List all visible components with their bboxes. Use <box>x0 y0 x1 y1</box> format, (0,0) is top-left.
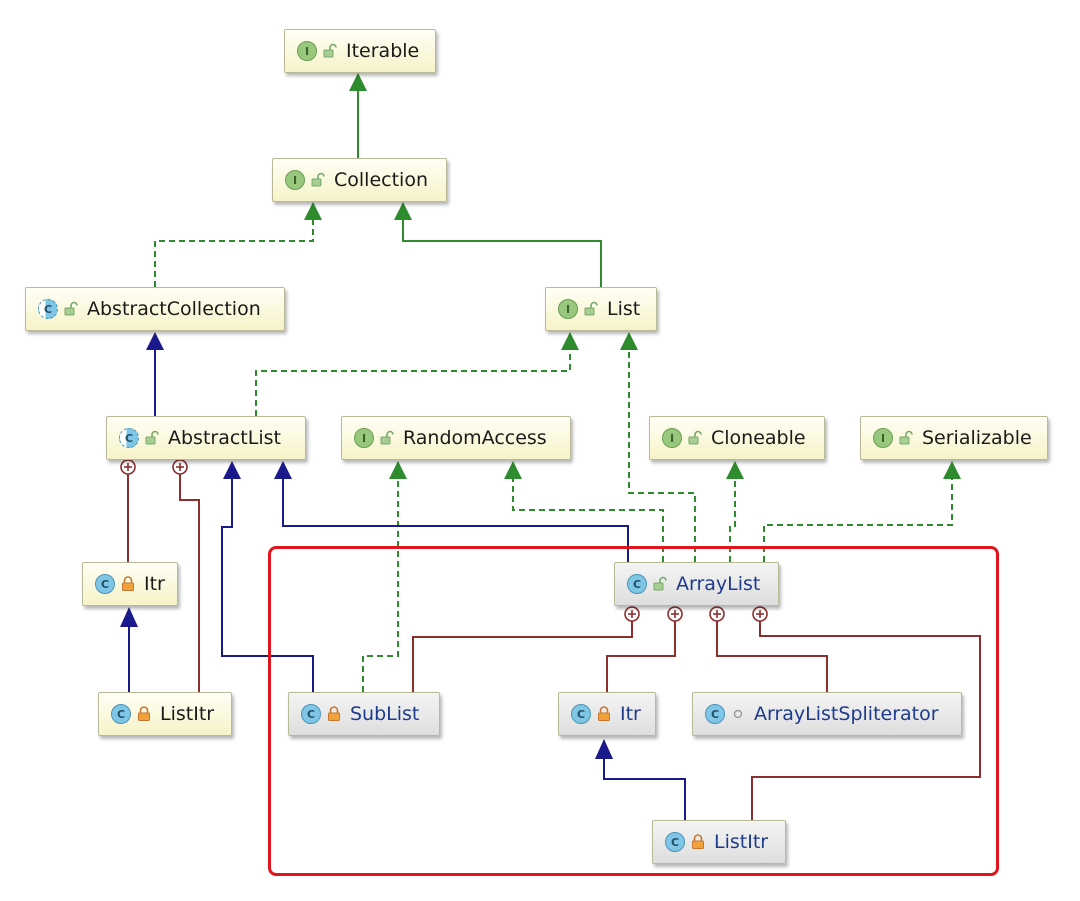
unlocked-padlock-icon <box>899 430 913 445</box>
edge-arraylist-implements-list <box>628 348 696 562</box>
interface-badge-icon: I <box>285 170 305 190</box>
unlocked-padlock-icon <box>688 430 702 445</box>
node-label: SubList <box>350 703 420 725</box>
edge-abstractlist-implements-list <box>255 348 571 416</box>
locked-padlock-icon <box>122 576 134 591</box>
unlocked-padlock-icon <box>584 301 598 316</box>
interface-badge-icon: I <box>662 428 682 448</box>
node-cloneable[interactable]: I Cloneable <box>649 416 825 460</box>
package-visibility-icon <box>733 709 743 719</box>
unlocked-padlock-icon <box>380 430 394 445</box>
arrowheads <box>120 73 961 759</box>
node-list[interactable]: I List <box>545 287 657 331</box>
node-iterable[interactable]: I Iterable <box>284 29 436 73</box>
interface-badge-icon: I <box>873 428 893 448</box>
node-itr-arraylist[interactable]: C Itr <box>558 692 656 736</box>
node-serializable[interactable]: I Serializable <box>860 416 1048 460</box>
node-label: Itr <box>144 573 165 595</box>
inner-markers <box>120 459 768 622</box>
node-sublist[interactable]: C SubList <box>288 692 440 736</box>
edge-arraylist-inner-sublist <box>412 620 633 692</box>
node-label: List <box>607 298 641 320</box>
plus-circle-icon <box>709 606 725 622</box>
edge-abstractlist-inner-listitr <box>179 474 200 692</box>
node-arraylist-spliterator[interactable]: C ArrayListSpliterator <box>692 692 962 736</box>
edge-arraylist-listitr-extends-itr <box>603 757 686 820</box>
arraylist-highlight-frame <box>268 546 999 876</box>
plus-circle-icon <box>624 606 640 622</box>
unlocked-padlock-icon <box>64 301 78 316</box>
interface-badge-icon: I <box>558 299 578 319</box>
class-badge-icon: C <box>571 704 591 724</box>
node-label: ListItr <box>714 831 769 853</box>
node-collection[interactable]: I Collection <box>272 158 447 202</box>
locked-padlock-icon <box>138 706 150 721</box>
edge-arraylist-inner-listitr <box>751 620 981 820</box>
node-arraylist[interactable]: C ArrayList <box>614 562 779 606</box>
class-badge-icon: C <box>95 574 115 594</box>
static-class-badge-icon: C <box>705 704 725 724</box>
abstract-class-badge-icon: C <box>38 299 58 319</box>
plus-circle-icon <box>172 459 188 475</box>
edge-arraylist-extends-abstractlist <box>282 477 629 562</box>
node-label: AbstractList <box>168 427 281 449</box>
edge-arraylist-inner-spliterator <box>716 620 828 692</box>
edge-arraylist-implements-serializable <box>763 477 953 562</box>
node-itr-abstractlist[interactable]: C Itr <box>82 562 178 606</box>
node-label: AbstractCollection <box>87 298 261 320</box>
locked-padlock-icon <box>692 834 704 849</box>
node-listitr-abstractlist[interactable]: C ListItr <box>98 692 232 736</box>
node-abstract-collection[interactable]: C AbstractCollection <box>25 287 285 331</box>
node-label: ArrayListSpliterator <box>754 703 939 725</box>
class-badge-icon: C <box>111 704 131 724</box>
interface-badge-icon: I <box>354 428 374 448</box>
node-random-access[interactable]: I RandomAccess <box>341 416 571 460</box>
node-abstract-list[interactable]: C AbstractList <box>106 416 306 460</box>
node-label: Collection <box>334 169 428 191</box>
unlocked-padlock-icon <box>653 576 667 591</box>
edge-abstractcollection-implements-collection <box>154 218 314 287</box>
locked-padlock-icon <box>598 706 610 721</box>
node-label: ArrayList <box>676 573 761 595</box>
interface-badge-icon: I <box>297 41 317 61</box>
edge-sublist-implements-randomaccess <box>362 477 399 692</box>
node-label: Itr <box>620 703 641 725</box>
edge-list-extends-collection <box>402 218 602 287</box>
abstract-class-badge-icon: C <box>119 428 139 448</box>
edge-arraylist-inner-itr <box>606 620 676 692</box>
locked-padlock-icon <box>328 706 340 721</box>
class-badge-icon: C <box>665 832 685 852</box>
node-label: Iterable <box>346 40 420 62</box>
node-label: Serializable <box>922 427 1032 449</box>
unlocked-padlock-icon <box>323 43 337 58</box>
class-badge-icon: C <box>627 574 647 594</box>
node-label: ListItr <box>160 703 215 725</box>
unlocked-padlock-icon <box>311 172 325 187</box>
edge-sublist-extends-abstractlist <box>221 477 314 692</box>
edge-arraylist-implements-cloneable <box>729 477 736 562</box>
edge-arraylist-implements-randomaccess <box>512 477 664 562</box>
plus-circle-icon <box>667 606 683 622</box>
plus-circle-icon <box>120 459 136 475</box>
class-badge-icon: C <box>301 704 321 724</box>
node-listitr-arraylist[interactable]: C ListItr <box>652 820 786 864</box>
unlocked-padlock-icon <box>145 430 159 445</box>
node-label: Cloneable <box>711 427 806 449</box>
node-label: RandomAccess <box>403 427 547 449</box>
plus-circle-icon <box>752 606 768 622</box>
